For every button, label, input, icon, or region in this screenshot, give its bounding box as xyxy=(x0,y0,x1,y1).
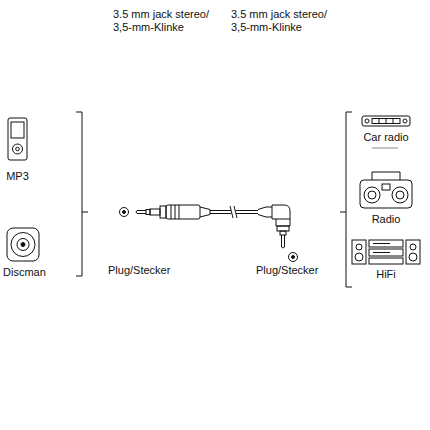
radio-icon xyxy=(360,172,412,208)
angled-plug xyxy=(258,205,290,248)
bracket xyxy=(346,112,352,287)
hifi-icon xyxy=(352,240,420,264)
straight-plug xyxy=(136,205,210,219)
mp3-player-icon xyxy=(8,118,27,160)
bracket-tick xyxy=(82,212,88,213)
jack-end-view xyxy=(289,253,298,262)
plug-label: Plug/Stecker xyxy=(256,264,318,277)
connector-spec: 3.5 mm jack stereo/ 3,5-mm-Klinke xyxy=(113,8,229,34)
device-label: Car radio xyxy=(363,131,408,144)
bracket xyxy=(76,112,82,276)
bracket-tick xyxy=(340,212,346,213)
device-label: Discman xyxy=(3,266,46,279)
discman-icon xyxy=(7,228,39,261)
connector-spec: 3.5 mm jack stereo/ 3,5-mm-Klinke xyxy=(231,8,347,34)
jack-end-view xyxy=(120,208,129,217)
cable xyxy=(210,206,258,218)
car-radio-icon xyxy=(362,116,410,126)
device-label: Radio xyxy=(372,213,401,226)
device-label: HiFi xyxy=(376,268,396,281)
device-label: MP3 xyxy=(6,170,29,183)
plug-label: Plug/Stecker xyxy=(108,264,170,277)
separator xyxy=(372,148,398,149)
